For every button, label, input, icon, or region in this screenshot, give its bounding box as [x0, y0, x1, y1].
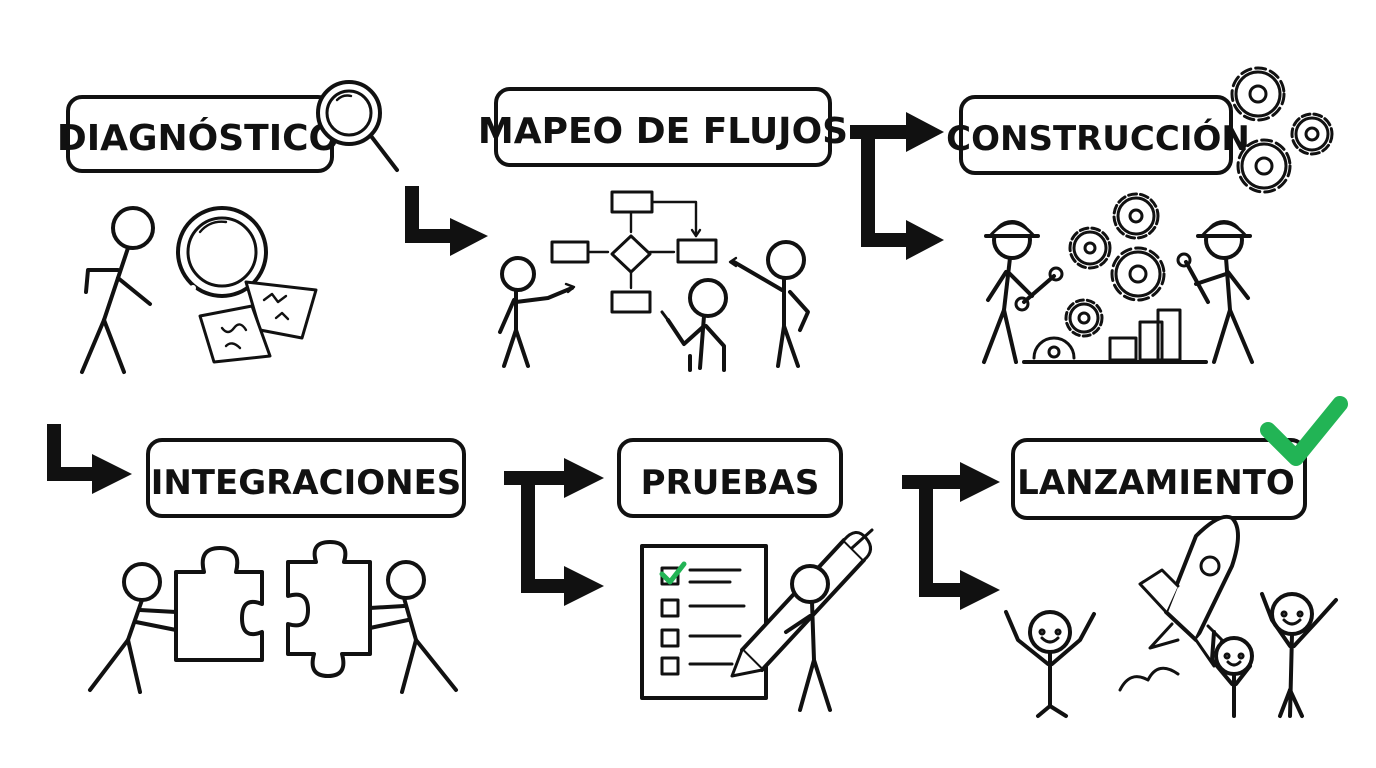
step-box-construccion [959, 95, 1233, 175]
step-box-mapeo [494, 87, 832, 167]
step-label-mapeo: MAPEO DE FLUJOS [478, 111, 848, 152]
arrow-icon [47, 424, 132, 494]
step-label-integraciones: INTEGRACIONES [151, 463, 462, 503]
step-box-lanzamiento [1011, 438, 1307, 520]
step-label-lanzamiento: LANZAMIENTO [1017, 463, 1295, 503]
pushing-figure-right [368, 560, 458, 694]
celebrating-figure-1 [1004, 610, 1096, 718]
arrow-icon [405, 186, 488, 256]
step-lanzamiento: LANZAMIENTO [1004, 396, 1348, 718]
celebrating-figure-2 [1210, 630, 1254, 718]
pushing-figure-left [88, 562, 178, 694]
investigator-figure [80, 206, 268, 374]
arrow-icon [850, 112, 944, 260]
pen-icon [730, 528, 874, 678]
worker-figure-left [982, 220, 1064, 364]
step-label-diagnostico: DIAGNÓSTICO [57, 117, 339, 159]
step-construccion: CONSTRUCCIÓN [946, 66, 1334, 364]
step-integraciones: INTEGRACIONES [88, 438, 466, 694]
step-mapeo-de-flujos: MAPEO DE FLUJOS [478, 87, 848, 372]
tester-figure [784, 564, 832, 712]
rocket-icon [1118, 514, 1240, 692]
step-diagnostico: DIAGNÓSTICO [57, 80, 399, 374]
worker-figure-right [1176, 220, 1254, 364]
pointing-figure-middle [660, 278, 728, 372]
flowchart-icon [550, 190, 718, 314]
step-label-pruebas: PRUEBAS [641, 463, 820, 503]
step-label-construccion: CONSTRUCCIÓN [946, 118, 1250, 159]
arrow-icon [504, 458, 604, 606]
step-box-integraciones [146, 438, 466, 518]
papers-icon [198, 280, 318, 364]
checklist-icon [640, 544, 768, 700]
gears-icon [1032, 192, 1166, 360]
gears-icon [1230, 66, 1334, 194]
pointing-figure-left [498, 256, 576, 368]
step-pruebas: PRUEBAS [617, 438, 874, 712]
celebrating-figure-3 [1260, 592, 1338, 718]
checkmark-icon [1260, 396, 1348, 466]
magnifier-icon [316, 80, 399, 172]
arrow-icon [902, 462, 1000, 610]
building-bars-icon [1022, 308, 1208, 364]
puzzle-icon [174, 540, 372, 678]
step-box-pruebas [617, 438, 843, 518]
pointing-figure-right [728, 240, 810, 368]
